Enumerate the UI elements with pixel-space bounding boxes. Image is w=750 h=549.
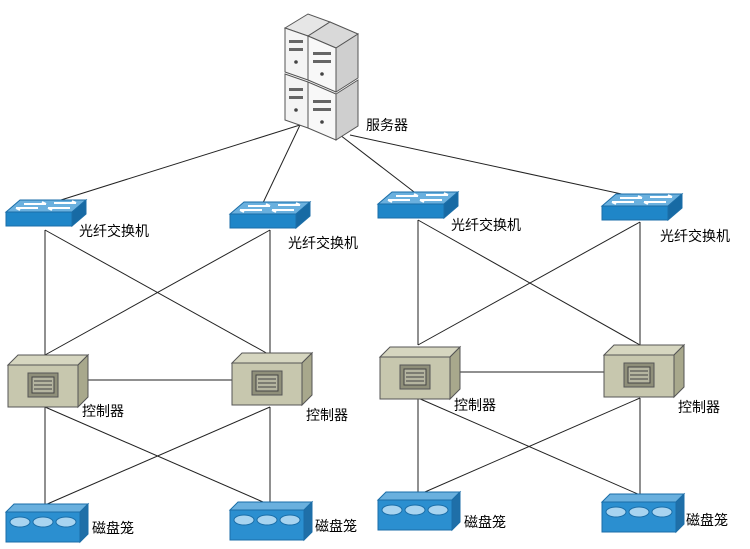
switch-icon xyxy=(601,193,683,221)
controller-icon xyxy=(603,344,685,398)
disk-enclosure-icon xyxy=(377,491,461,531)
switch-label: 光纤交换机 xyxy=(660,228,730,245)
disk-enclosure-label: 磁盘笼 xyxy=(686,512,728,529)
controller-icon xyxy=(7,354,89,408)
switch-label: 光纤交换机 xyxy=(79,223,149,240)
disk-enclosure-label: 磁盘笼 xyxy=(92,520,134,537)
disk-enclosure-icon xyxy=(601,493,685,533)
switch-label: 光纤交换机 xyxy=(451,217,521,234)
controller-label: 控制器 xyxy=(678,400,720,416)
connection-lines xyxy=(44,124,641,506)
controller-label: 控制器 xyxy=(454,398,496,414)
disk-enclosure-label: 磁盘笼 xyxy=(464,514,506,531)
server-icon xyxy=(283,13,360,141)
controller-label: 控制器 xyxy=(306,408,348,424)
controller-label: 控制器 xyxy=(82,404,124,420)
switch-icon xyxy=(229,201,311,229)
disk-enclosure-label: 磁盘笼 xyxy=(315,518,357,535)
disk-enclosure-icon xyxy=(5,503,89,543)
disk-enclosure-icon xyxy=(229,501,313,541)
switch-icon xyxy=(377,191,459,219)
controller-icon xyxy=(379,346,461,400)
server-label: 服务器 xyxy=(366,118,408,134)
switch-icon xyxy=(5,199,87,227)
controller-icon xyxy=(231,352,313,406)
switch-label: 光纤交换机 xyxy=(288,235,358,252)
